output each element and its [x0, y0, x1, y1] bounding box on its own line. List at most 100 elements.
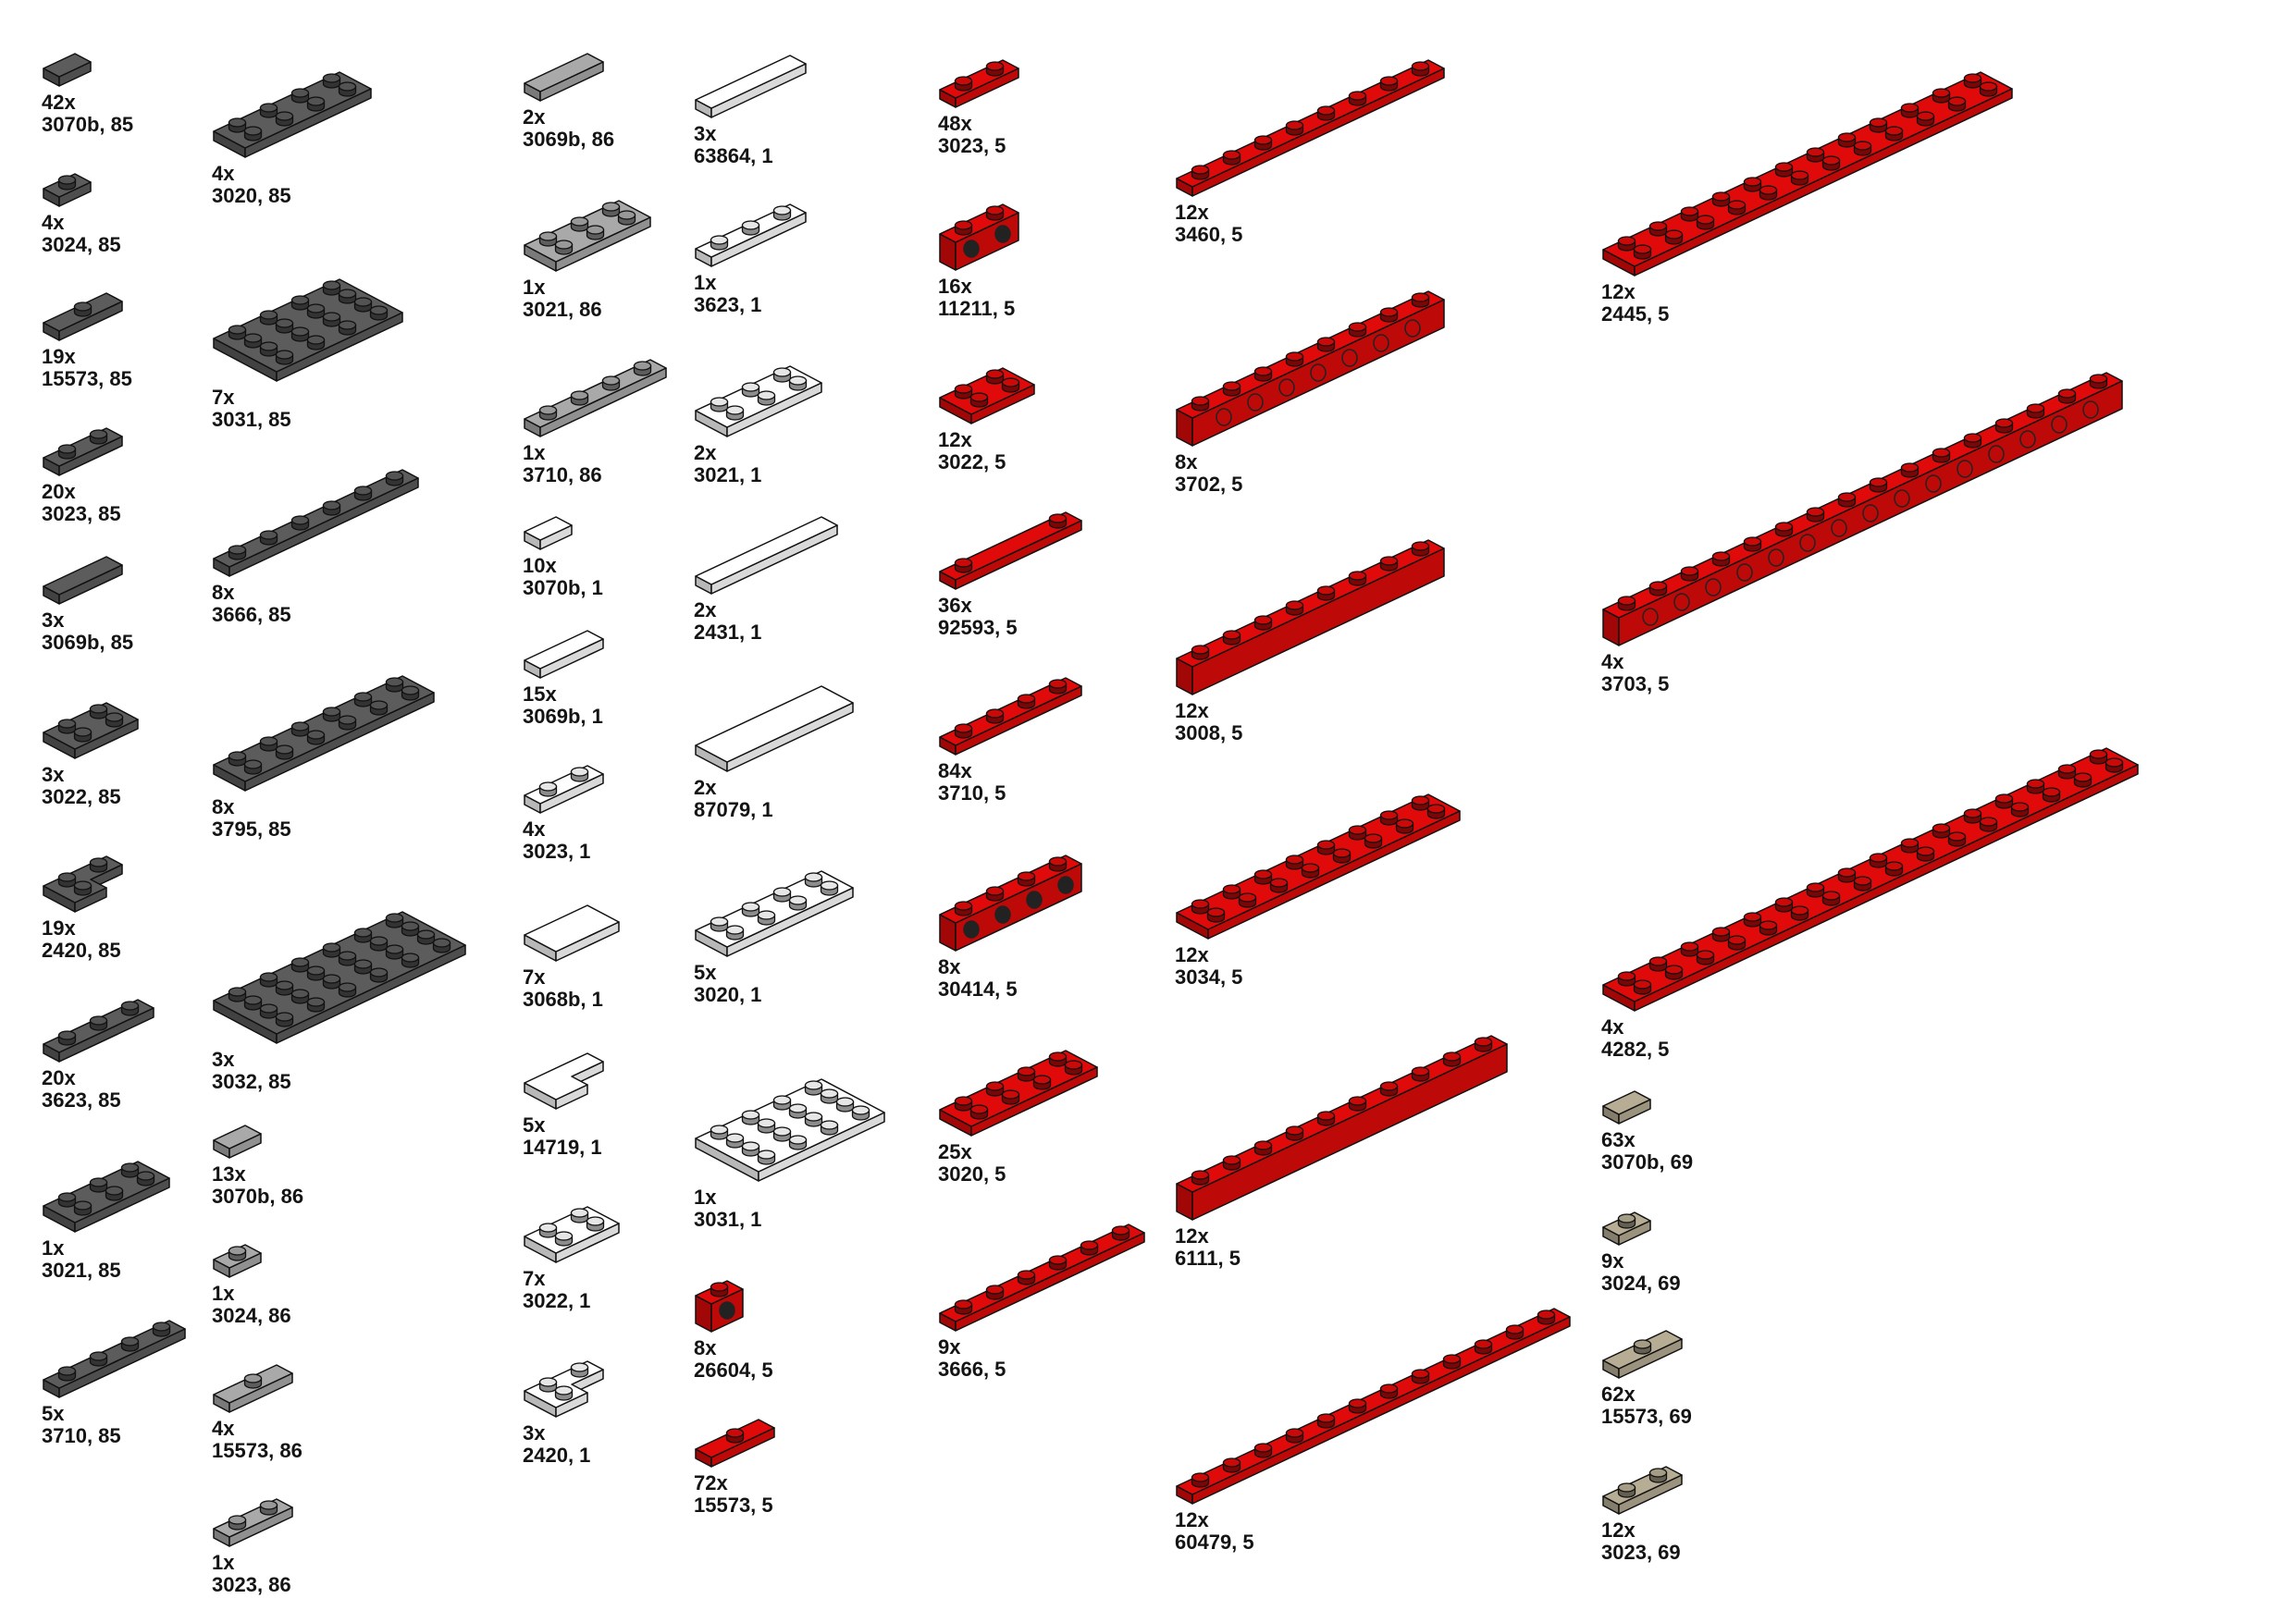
stud-icon: [1774, 897, 1794, 913]
pin-hole-icon: [1216, 408, 1232, 426]
stud-icon: [1032, 1075, 1052, 1090]
part-3023-icon: [213, 1498, 293, 1547]
stud-icon: [1253, 1140, 1273, 1156]
stud-icon: [290, 326, 310, 342]
stud-icon: [228, 1515, 247, 1531]
pin-hole-icon: [1831, 519, 1847, 537]
pin-hole-icon: [1925, 474, 1942, 493]
part-number-color: 2445, 5: [1601, 302, 1670, 326]
part-3022-icon: [43, 702, 139, 759]
stud-icon: [1269, 878, 1289, 893]
stud-icon: [1648, 1468, 1668, 1483]
stud-icon: [290, 515, 310, 531]
stud-icon: [538, 405, 558, 421]
side-stud-icon: [994, 905, 1011, 924]
part-3021-icon: [43, 1161, 170, 1233]
stud-icon: [1001, 377, 1020, 393]
stud-icon: [1285, 855, 1304, 870]
stud-icon: [1537, 1309, 1556, 1325]
stud-icon: [1633, 1339, 1652, 1355]
stud-icon: [275, 1012, 294, 1027]
stud-icon: [259, 530, 278, 546]
stud-icon: [259, 1003, 278, 1019]
stud-icon: [1111, 1225, 1130, 1241]
stud-icon: [243, 126, 263, 141]
stud-icon: [228, 545, 247, 560]
stud-icon: [306, 730, 326, 745]
stud-icon: [259, 1500, 278, 1516]
stud-icon: [954, 76, 973, 92]
pin-hole-icon: [1736, 563, 1753, 582]
stud-icon: [1680, 566, 1699, 582]
part-quantity: 3x: [694, 122, 717, 145]
part-quantity: 5x: [523, 1113, 546, 1137]
stud-icon: [259, 341, 278, 357]
part-number-color: 3710, 5: [938, 781, 1006, 805]
stud-icon: [554, 240, 574, 255]
stud-icon: [353, 486, 373, 501]
stud-icon: [1285, 1125, 1304, 1141]
stud-icon: [757, 1118, 776, 1134]
stud-icon: [1932, 448, 1951, 463]
stud-icon: [954, 901, 973, 916]
stud-icon: [1301, 863, 1320, 879]
pin-hole-icon: [1768, 548, 1784, 567]
part-3070b-icon: [524, 516, 573, 550]
stud-icon: [120, 1162, 140, 1178]
part-number-color: 3032, 85: [212, 1070, 291, 1093]
stud-icon: [1411, 1066, 1430, 1082]
part-number-color: 3623, 85: [42, 1088, 121, 1112]
stud-icon: [1285, 1428, 1304, 1444]
stud-icon: [1994, 793, 2014, 809]
stud-icon: [338, 715, 357, 731]
stud-icon: [2089, 374, 2108, 389]
stud-icon: [820, 1088, 839, 1104]
part-quantity: 1x: [42, 1236, 65, 1260]
part-number-color: 3024, 85: [42, 233, 121, 256]
stud-icon: [1442, 1051, 1462, 1067]
part-quantity: 4x: [42, 211, 65, 234]
stud-icon: [1191, 1170, 1210, 1186]
part-3710-icon: [43, 1320, 186, 1398]
stud-icon: [741, 1110, 760, 1125]
stud-icon: [1617, 236, 1636, 252]
part-number-color: 3008, 5: [1175, 721, 1243, 744]
stud-icon: [89, 1351, 108, 1367]
part-3710-icon: [939, 677, 1082, 756]
stud-icon: [570, 216, 589, 232]
stud-icon: [2057, 388, 2077, 404]
stud-icon: [1790, 905, 1809, 921]
part-quantity: 1x: [523, 276, 546, 299]
part-26604-icon: [695, 1280, 744, 1333]
stud-icon: [89, 1177, 108, 1193]
stud-icon: [1947, 96, 1967, 112]
stud-icon: [2026, 779, 2045, 794]
stud-icon: [1064, 1060, 1083, 1076]
part-number-color: 3021, 1: [694, 463, 762, 486]
stud-icon: [710, 1125, 729, 1140]
